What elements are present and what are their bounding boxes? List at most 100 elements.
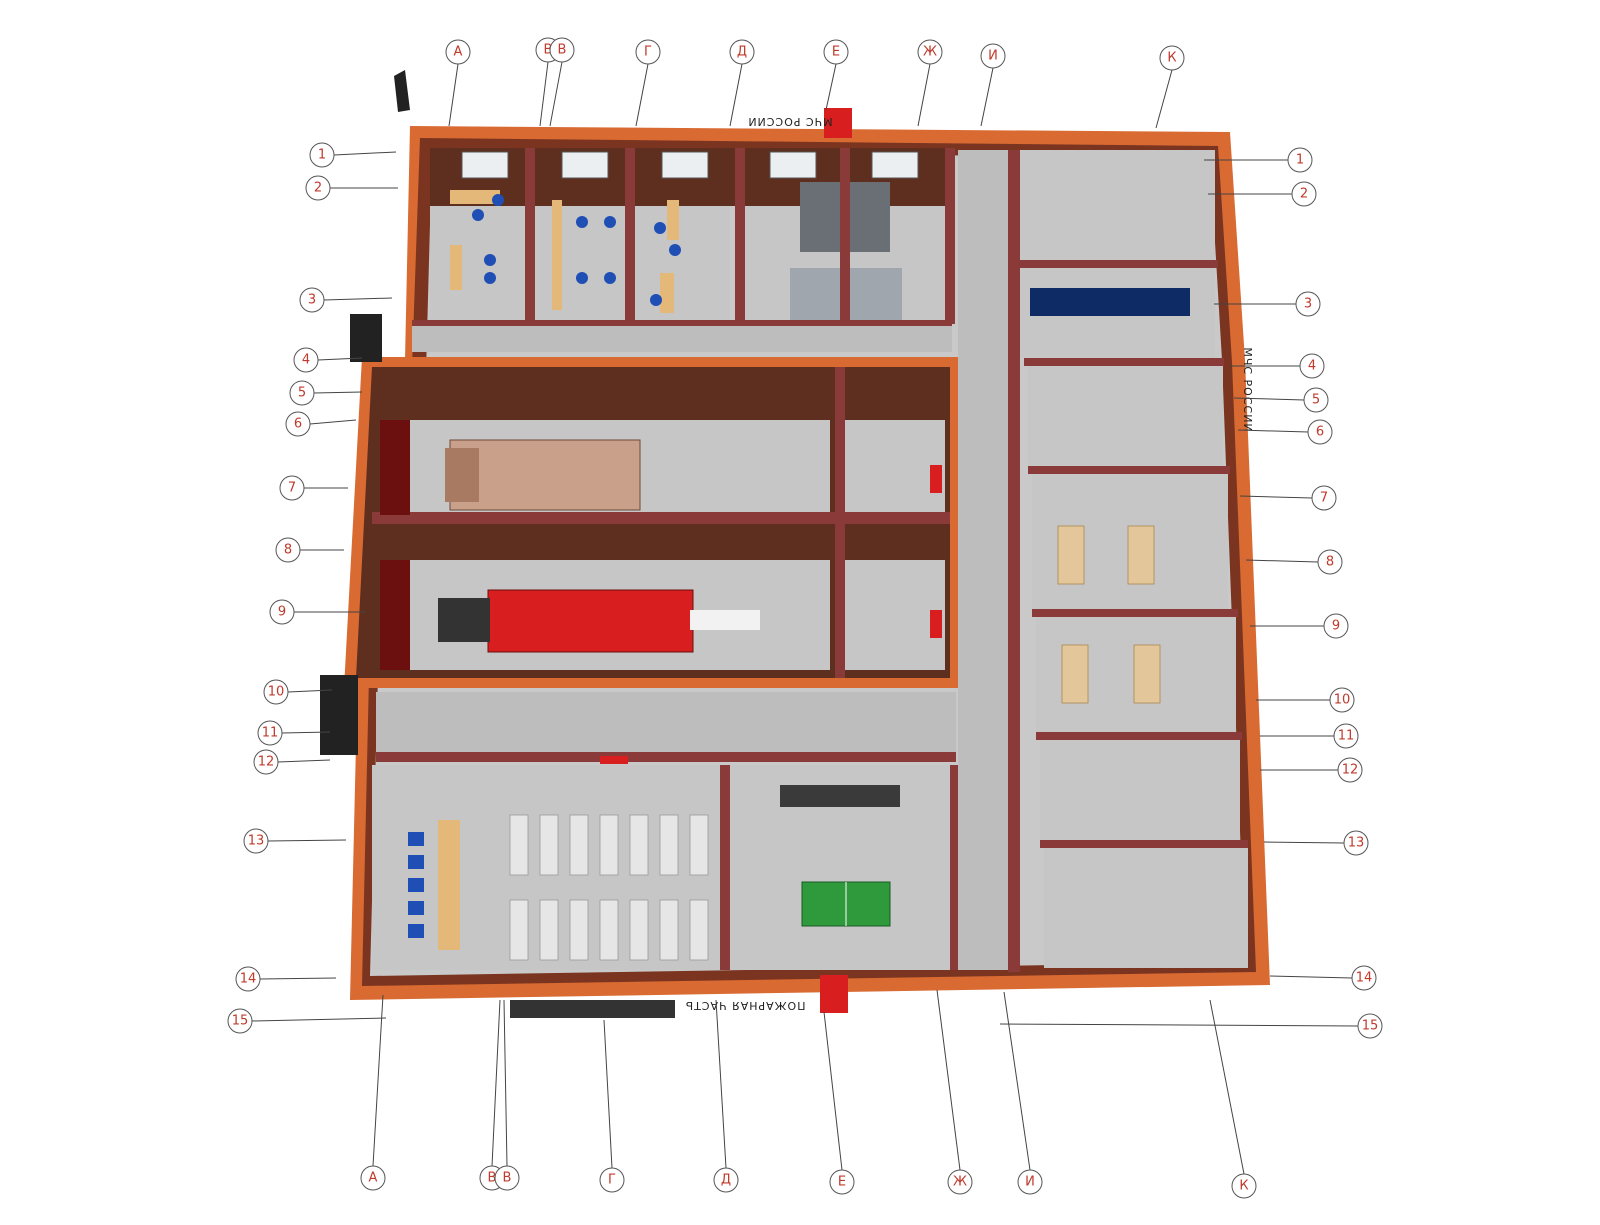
svg-text:К: К [1167,51,1176,66]
axis-leader-right [1239,495,1313,499]
svg-text:3: 3 [308,293,316,308]
axis-leader-right [1269,975,1353,979]
axis-leader-top [980,67,994,127]
axis-bubble-bottom: К [1231,1173,1257,1199]
axis-bubble-bottom: Д [713,1167,739,1193]
svg-text:1: 1 [318,148,326,163]
axis-leader-left [259,977,337,980]
svg-text:3: 3 [1304,297,1312,312]
axis-bubble-left: 1 [309,142,335,168]
svg-text:4: 4 [302,353,310,368]
svg-text:4: 4 [1308,359,1316,374]
svg-text:Д: Д [721,1173,731,1188]
svg-text:2: 2 [314,181,322,196]
svg-text:В: В [558,43,567,58]
svg-text:Ж: Ж [923,45,937,60]
axis-bubble-right: 4 [1299,353,1325,379]
axis-bubble-top: Е [823,39,849,65]
axis-bubble-bottom: И [1017,1169,1043,1195]
axis-bubble-left: 2 [305,175,331,201]
axis-bubble-top: В [549,37,575,63]
axis-leader-left [281,731,331,734]
svg-text:Е: Е [838,1175,846,1190]
axis-leader-right [1263,841,1345,844]
top-offices [430,148,955,324]
svg-text:13: 13 [1348,836,1365,851]
axis-leader-bottom [823,1011,843,1171]
svg-text:13: 13 [248,834,265,849]
axis-bubble-right: 8 [1317,549,1343,575]
svg-text:15: 15 [1362,1019,1379,1034]
axis-bubble-left: 4 [293,347,319,373]
axis-bubble-right: 2 [1291,181,1317,207]
axis-bubble-bottom: Г [599,1167,625,1193]
axis-bubble-left: 5 [289,380,315,406]
axis-bubble-bottom: А [360,1165,386,1191]
axis-bubble-top: Д [729,39,755,65]
axis-leader-left [313,391,363,394]
axis-leader-left [317,357,363,361]
svg-text:2: 2 [1300,187,1308,202]
svg-text:9: 9 [278,605,286,620]
axis-leader-left [333,151,397,156]
top-facade-sign: МЧС РОССИИ [747,115,832,128]
axis-bubble-left: 9 [269,599,295,625]
svg-text:5: 5 [298,386,306,401]
axis-bubble-bottom: В [494,1165,520,1191]
axis-leader-top [825,63,837,111]
top-stairs [824,108,852,138]
svg-text:8: 8 [284,543,292,558]
svg-text:9: 9 [1332,619,1340,634]
bottom-rooms [372,765,960,970]
axis-bubble-right: 12 [1337,757,1363,783]
axis-bubble-right: 3 [1295,291,1321,317]
svg-text:11: 11 [262,726,279,741]
svg-text:6: 6 [294,417,302,432]
axis-bubble-left: 12 [253,749,279,775]
svg-text:В: В [503,1171,512,1186]
axis-leader-bottom [503,999,508,1167]
axis-bubble-right: 5 [1303,387,1329,413]
axis-bubble-right: 14 [1351,965,1377,991]
svg-text:6: 6 [1316,425,1324,440]
svg-text:5: 5 [1312,393,1320,408]
axis-leader-left [323,297,393,301]
svg-text:И: И [988,49,998,64]
axis-leader-right [999,1023,1359,1027]
svg-text:15: 15 [232,1014,249,1029]
axis-leader-left [267,839,347,842]
axis-leader-left [287,689,333,693]
axis-leader-bottom [1003,991,1031,1171]
svg-text:12: 12 [258,755,275,770]
axis-bubble-right: 6 [1307,419,1333,445]
axis-leader-top [1155,69,1173,129]
svg-text:Д: Д [737,45,747,60]
axis-leader-left [309,419,357,425]
axis-leader-left [251,1017,387,1022]
axis-leader-bottom [603,1019,613,1169]
axis-leader-top [635,63,649,127]
svg-text:14: 14 [1356,971,1373,986]
axis-leader-bottom [936,989,961,1171]
svg-text:К: К [1239,1179,1248,1194]
axis-leader-left [277,759,331,763]
axis-leader-right [1237,429,1309,433]
axis-bubble-top: А [445,39,471,65]
svg-text:Г: Г [608,1173,616,1188]
axis-bubble-left: 6 [285,411,311,437]
axis-bubble-left: 15 [227,1008,253,1034]
bottom-stairs [820,975,848,1013]
svg-text:Е: Е [832,45,840,60]
svg-text:Г: Г [644,45,652,60]
axis-leader-bottom [372,994,384,1167]
axis-leader-bottom [491,999,501,1167]
svg-text:7: 7 [1320,491,1328,506]
svg-text:8: 8 [1326,555,1334,570]
svg-text:7: 7 [288,481,296,496]
svg-text:10: 10 [1334,693,1351,708]
svg-text:В: В [488,1171,497,1186]
upper-corridor [412,324,952,352]
axis-bubble-right: 1 [1287,147,1313,173]
east-corridor [958,150,1008,970]
